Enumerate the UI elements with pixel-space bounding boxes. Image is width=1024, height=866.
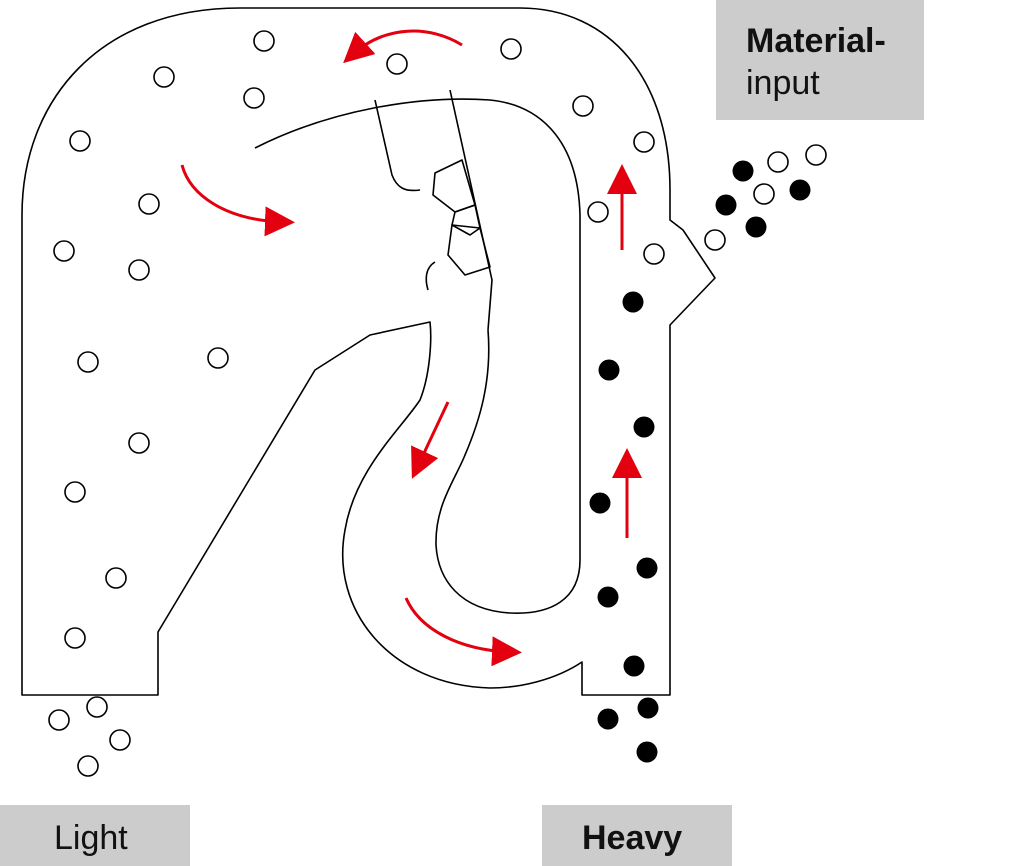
heavy-particle [589,492,611,514]
light-particle [105,567,127,589]
inner-channel-wall [254,98,581,614]
inner-baffle-wall [374,99,421,192]
light-particle [587,201,609,223]
light-particle [243,87,265,109]
light-particles [48,30,827,777]
material-input-label-line2: input [746,64,820,102]
material-input-label-line1: Material- [746,22,886,60]
light-particle [386,53,408,75]
light-particle [138,193,160,215]
heavy-particle [636,557,658,579]
heavy-particle [636,741,658,763]
heavy-particle [715,194,737,216]
light-particle [767,151,789,173]
light-particle [109,729,131,751]
light-particle [128,259,150,281]
light-particle [153,66,175,88]
light-particle [633,131,655,153]
light-particle [69,130,91,152]
light-particle [643,243,665,265]
separator-housing-outline [21,7,716,696]
light-particle [572,95,594,117]
material-input-label-box: Material- input [716,0,924,120]
light-particle [128,432,150,454]
light-particle [64,481,86,503]
heavy-particles [589,160,811,763]
rotor-blades [432,159,491,276]
heavy-particle [789,179,811,201]
light-particle [704,229,726,251]
light-particle [53,240,75,262]
light-particle [48,709,70,731]
light-output-label: Light [54,819,128,857]
flow-arrow-channel-down [411,401,450,479]
flow-arrows [180,29,642,667]
light-output-label-box: Light [0,805,190,866]
light-particle [500,38,522,60]
heavy-particle [597,586,619,608]
inner-deflector [425,261,436,291]
light-particle [77,755,99,777]
light-particle [64,627,86,649]
flow-arrow-left [180,164,295,237]
light-particle [805,144,827,166]
flow-arrow-bottom [404,597,522,667]
heavy-output-label-box: Heavy [542,805,732,866]
light-particle [253,30,275,52]
heavy-particle [598,359,620,381]
heavy-particle [597,708,619,730]
heavy-particle [633,416,655,438]
flow-arrow-top [343,29,463,64]
heavy-particle [732,160,754,182]
light-particle [86,696,108,718]
inner-baffle-wall-2 [449,89,493,331]
heavy-particle [623,655,645,677]
light-particle [77,351,99,373]
heavy-particle [637,697,659,719]
light-particle [207,347,229,369]
heavy-particle [622,291,644,313]
heavy-output-label: Heavy [582,819,683,857]
light-particle [753,183,775,205]
heavy-particle [745,216,767,238]
